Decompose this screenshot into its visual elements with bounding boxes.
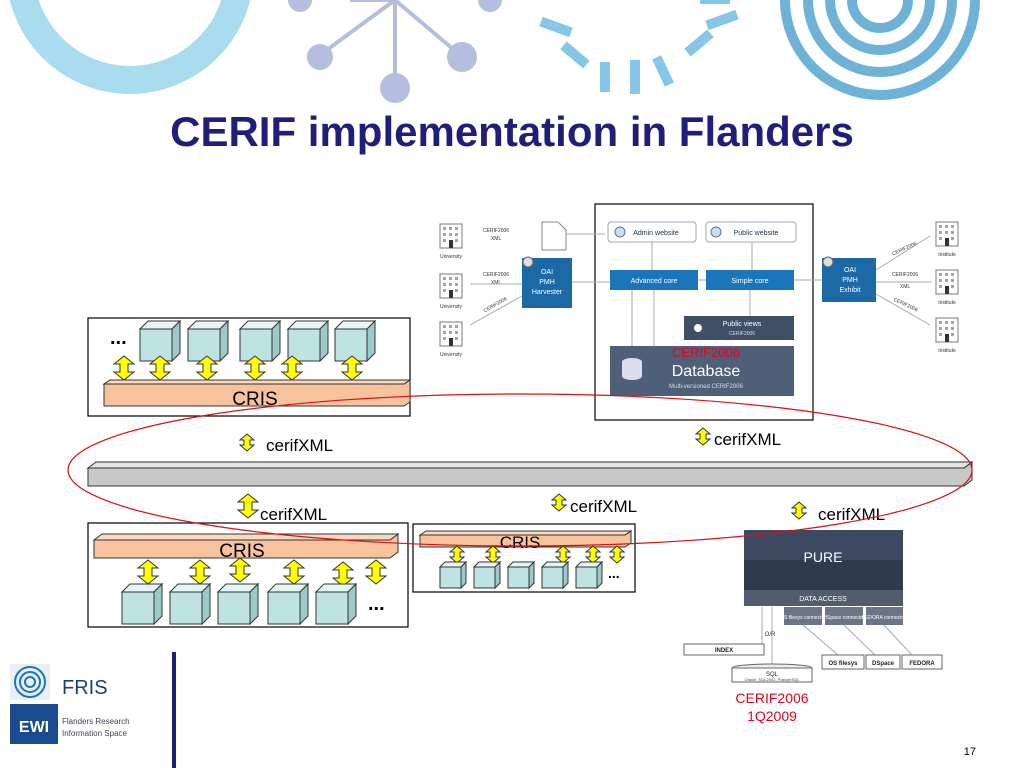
pure-label: PURE [804,549,843,565]
svg-text:INDEX: INDEX [715,648,733,654]
svg-text:University: University [440,352,462,358]
ellipsis-bottom-mid: ... [608,565,620,581]
svg-text:Flanders Research: Flanders Research [62,717,130,726]
cerifxml-label-3: cerifXML [260,505,327,524]
svg-text:Database: Database [672,363,741,380]
ellipsis-bottom-left: ... [368,593,385,615]
svg-text:O/R: O/R [765,632,776,638]
svg-text:DSpace connector: DSpace connector [823,615,864,621]
cerif2006-bottom-line1: CERIF2006 [735,690,808,706]
svg-text:University: University [440,304,462,310]
page-number: 17 [963,746,976,758]
cerif2006-red-label: CERIF2006 [672,345,740,360]
svg-text:Institute: Institute [938,300,956,306]
svg-text:Institute: Institute [938,348,956,354]
svg-text:DATA ACCESS: DATA ACCESS [799,596,847,603]
svg-text:OAI: OAI [541,269,553,276]
svg-text:CERIF2006: CERIF2006 [483,296,509,314]
svg-text:XML: XML [491,236,502,242]
cerif2006-bottom-line2: 1Q2009 [747,708,797,724]
svg-text:OAI: OAI [844,267,856,274]
svg-text:FRIS: FRIS [62,677,108,699]
svg-text:EWI: EWI [19,719,49,736]
svg-text:Exhibit: Exhibit [839,287,860,294]
svg-text:University: University [440,254,462,260]
svg-text:Public website: Public website [734,230,779,237]
svg-text:OS filesys connector: OS filesys connector [780,615,826,621]
fris-logo: FRIS EWI Flanders Research Information S… [10,652,176,768]
svg-text:DSpace: DSpace [872,661,895,667]
svg-text:PMH: PMH [539,279,555,286]
cris-label-top: CRIS [232,389,277,410]
svg-text:CERIF2006: CERIF2006 [729,331,755,337]
cris-label-bottom-left: CRIS [219,541,264,562]
page-title: CERIF implementation in Flanders [170,108,854,155]
svg-text:SQL: SQL [766,672,779,678]
cerifxml-label-2: cerifXML [714,430,781,449]
cerifxml-label-1: cerifXML [266,436,333,455]
svg-text:Advanced core: Advanced core [631,278,678,285]
svg-text:Oracle, SQL2002, PostgreSQL: Oracle, SQL2002, PostgreSQL [745,677,801,682]
cerifxml-label-5: cerifXML [818,505,885,524]
svg-text:FEDORA connector: FEDORA connector [862,615,906,621]
svg-text:XML: XML [900,284,911,290]
ellipsis-top: ... [110,327,127,349]
svg-text:OS filesys: OS filesys [828,661,858,667]
svg-text:Institute: Institute [938,252,956,258]
svg-text:Information Space: Information Space [62,729,127,738]
cris-label-bottom-mid: CRIS [500,533,541,552]
svg-text:CERIF2006: CERIF2006 [483,228,509,234]
svg-text:Public views: Public views [723,321,762,328]
header-decoration [9,0,980,103]
svg-text:CERIF2006: CERIF2006 [891,241,917,258]
svg-text:CERIF2006: CERIF2006 [483,272,509,278]
svg-text:Multi-versioned CERIF2006: Multi-versioned CERIF2006 [669,384,743,390]
cerifxml-label-4: cerifXML [570,497,637,516]
svg-text:FEDORA: FEDORA [909,661,935,667]
svg-text:Admin website: Admin website [633,230,679,237]
svg-text:PMH: PMH [842,277,858,284]
svg-text:Simple core: Simple core [732,278,769,285]
svg-text:XML: XML [491,280,502,286]
svg-text:Harvester: Harvester [532,289,563,296]
svg-text:CERIF2006: CERIF2006 [892,272,918,278]
